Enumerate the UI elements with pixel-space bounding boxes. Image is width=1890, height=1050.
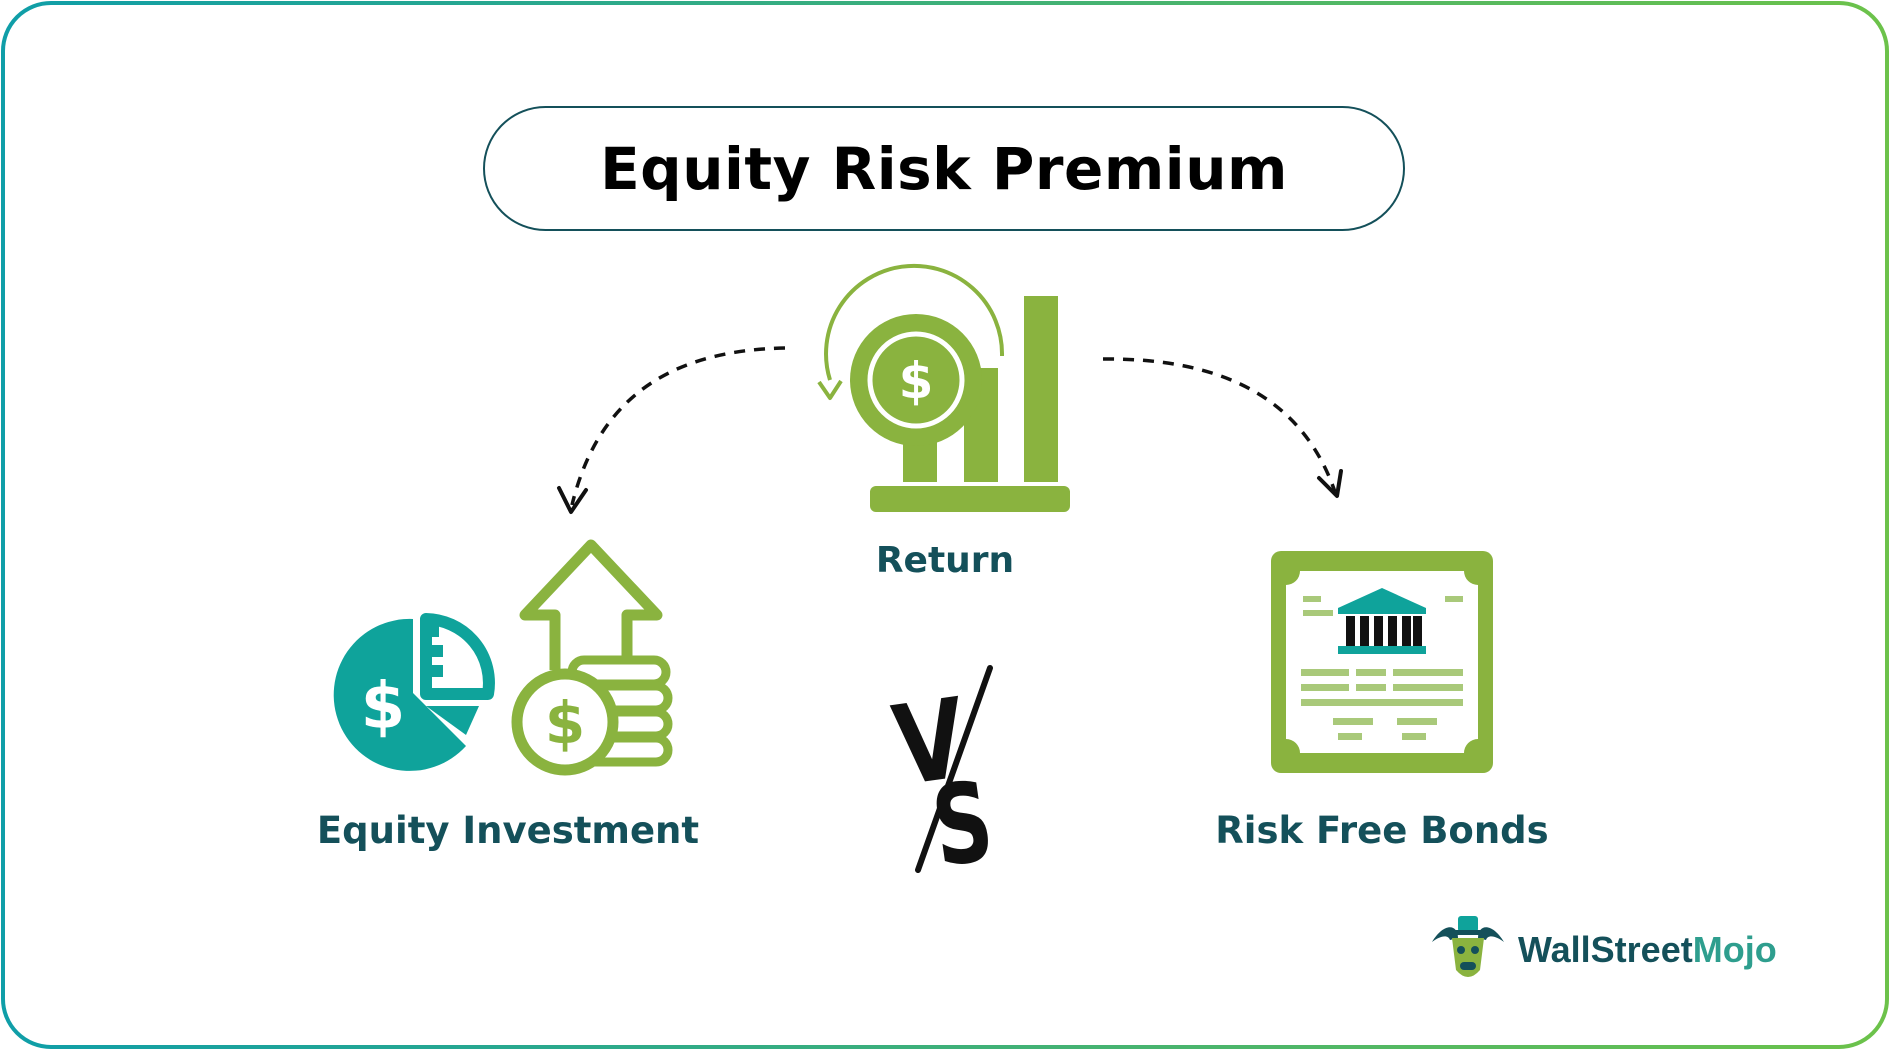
versus-mark: V S (886, 665, 1000, 892)
equity-pie-dollar-sign: $ (361, 670, 406, 744)
svg-text:S: S (925, 757, 1000, 892)
arrow-to-bonds (1102, 357, 1337, 493)
title-pill: Equity Risk Premium (483, 106, 1405, 231)
pie-chart-coins-arrow-icon: $ $ (333, 539, 673, 776)
return-label: Return (875, 540, 1015, 581)
bull-mascot-icon (1432, 916, 1504, 977)
brand-logo: WallStreetMojo (1428, 912, 1777, 988)
risk-free-bonds-label: Risk Free Bonds (1215, 809, 1549, 852)
coin-growth-chart-icon: $ (817, 263, 1070, 512)
page-title: Equity Risk Premium (600, 134, 1288, 203)
bond-certificate-icon (1271, 551, 1493, 773)
return-dollar-sign: $ (899, 352, 934, 410)
brand-name: WallStreetMojo (1518, 929, 1777, 970)
equity-coin-dollar-sign: $ (545, 689, 585, 757)
equity-investment-label: Equity Investment (316, 809, 700, 852)
arrow-to-equity (570, 346, 786, 506)
